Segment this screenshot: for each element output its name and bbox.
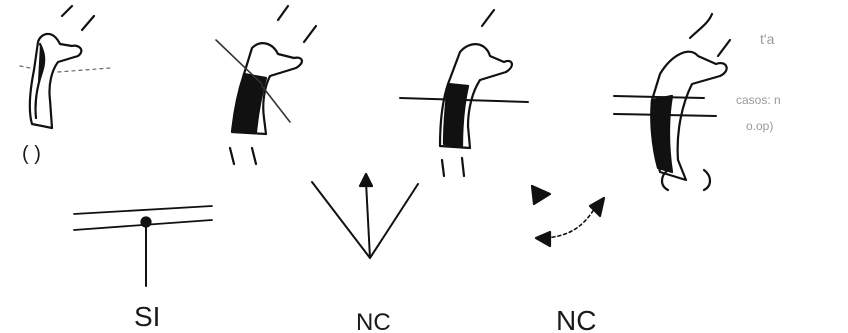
bottom-figure-1 (74, 206, 212, 286)
tooth-label-1: ( ) (22, 143, 41, 165)
bottom-label-2: NC (356, 309, 391, 333)
side-label-1: t'a (760, 31, 775, 47)
bottom-label-3: NC (556, 305, 596, 333)
tooth-diagram-1: ( ) (20, 6, 110, 165)
bottom-label-1: SI (134, 301, 160, 332)
tooth-diagram-3 (400, 10, 528, 176)
bottom-figure-3 (532, 186, 604, 246)
bottom-figure-2 (312, 174, 418, 258)
tooth-diagram-2 (216, 6, 316, 164)
side-label-3: o.op) (746, 119, 773, 133)
tooth-diagram-4 (614, 14, 730, 190)
side-label-2: casos: n (736, 93, 781, 107)
